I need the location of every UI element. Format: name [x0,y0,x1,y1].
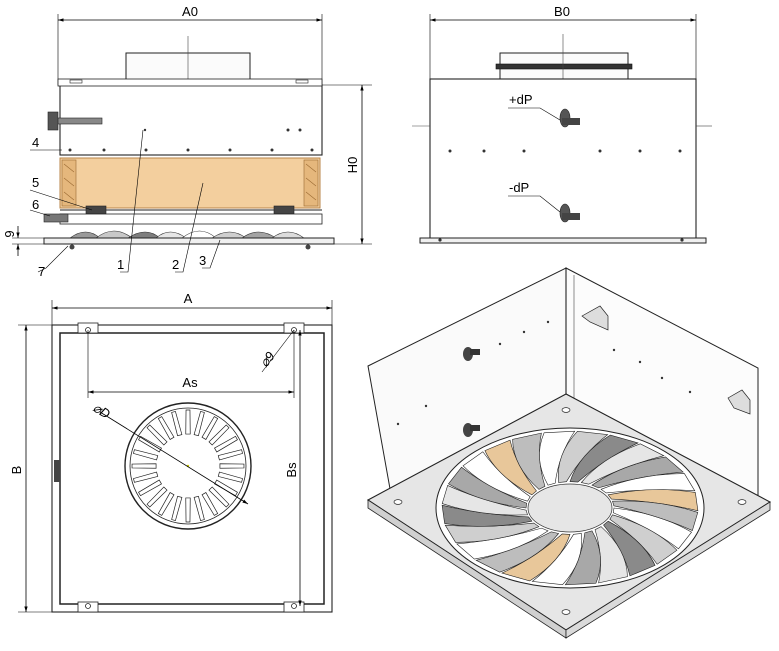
iso-vane [607,489,699,512]
callout-7: 7 [38,264,45,279]
diffuser-slot [138,479,162,497]
diffuser-slot [171,495,183,521]
pressure-port-plus [559,108,580,128]
callout-1: 1 [117,257,124,272]
iso-vane [580,443,665,485]
diffuser-slot [219,463,245,469]
dim-flange-label: 9 [2,230,17,237]
diffuser-slot [157,416,175,440]
filter-cartridge [59,157,321,209]
dim-b0-label: B0 [554,4,570,19]
diffuser-slot [201,492,219,516]
iso-vane [512,432,546,490]
iso-vane [441,504,533,527]
callout-2: 2 [172,257,179,272]
iso-vane [441,485,528,516]
iso-swirl-vanes [435,427,705,589]
callout-leaders [29,129,221,273]
diffuser-slot [193,495,205,521]
clamp-left [85,205,107,215]
side-view: B0 +dP -dP [412,4,712,244]
iso-vane [444,522,540,543]
diffuser-slot [193,411,205,437]
plan-view: A B As Bs ⌀9 ⌀ [9,291,333,613]
callout-6: 6 [32,197,39,212]
dim-h0-label: H0 [345,157,360,174]
diffuser-slot [146,486,168,508]
iso-vane [600,473,696,494]
iso-vane [448,466,528,509]
iso-vane [456,527,549,560]
iso-vane [594,526,628,584]
dim-b-label: B [9,466,24,475]
swirl-diffuser-plan [124,402,252,530]
iso-vane [557,431,609,483]
dim-a-label: A [184,291,193,306]
iso-vane [475,531,560,573]
iso-vane [569,434,639,483]
diffuser-slot [171,411,183,437]
iso-vane [591,456,684,489]
isometric-view [366,267,772,639]
callout-5: 5 [32,175,39,190]
port-plus-label: +dP [509,92,533,107]
dim-hole-label: ⌀9 [257,349,278,370]
iso-port-plus [463,347,480,361]
iso-vane [462,451,531,502]
dim-a0-label: A0 [182,4,198,19]
diffuser-slot [131,463,157,469]
diffuser-slot [208,424,230,446]
diffuser-slot [185,497,191,523]
diffuser-slot [157,492,175,516]
iso-vane [484,439,537,496]
iso-port-minus [463,423,480,437]
diffuser-slot [217,471,243,483]
diffuser-slot [214,435,238,453]
iso-vane [539,430,576,486]
dim-as-label: As [182,375,198,390]
front-view: A0 [2,4,372,279]
dim-d-line [99,411,249,505]
diffuser-slot [146,424,168,446]
callout-3: 3 [199,253,206,268]
diffuser-slot [201,416,219,440]
diffuser-slot [214,479,238,497]
iso-vane [603,520,656,577]
iso-vane [612,500,699,531]
diffuser-vanes [69,230,305,239]
diffuser-slot [133,449,159,461]
iso-vane [564,530,601,586]
clamp-right [273,205,295,215]
diffuser-slot [185,409,191,435]
diffuser-slot [208,486,230,508]
iso-vane [501,533,571,582]
iso-vane [531,533,583,585]
diffuser-slot [217,449,243,461]
callout-4: 4 [32,135,39,150]
dim-bs-label: Bs [284,462,299,478]
pressure-port-minus [559,203,580,223]
diffuser-slot [133,471,159,483]
iso-vane [609,514,678,565]
port-minus-label: -dP [509,180,529,195]
